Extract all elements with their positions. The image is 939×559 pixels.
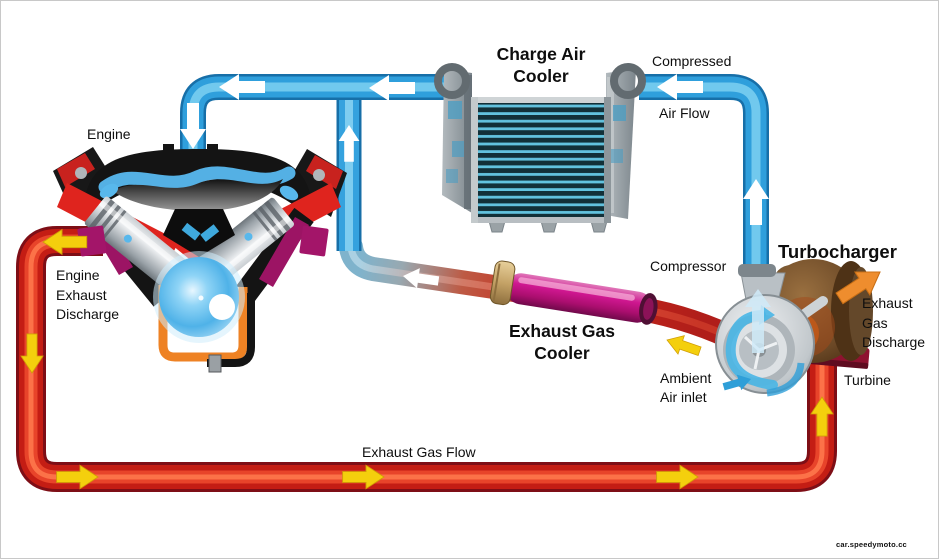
cooler-outlet-collar (610, 63, 646, 99)
exhaust-gas-cooler-body (489, 260, 658, 325)
left-exhaust-port (77, 225, 107, 257)
engine-label: Engine (87, 126, 131, 142)
air-swirl (725, 310, 778, 390)
turbine-label: Turbine (844, 372, 891, 388)
compressed-air-flow-label-line2: Air Flow (659, 105, 710, 121)
air-up-arrow (745, 289, 771, 353)
cooler-inlet-collar (434, 63, 470, 99)
exhaust-gas-cooler-label: Exhaust Gas Cooler (508, 321, 616, 363)
engine-graphic (53, 144, 347, 373)
engine-exhaust-discharge-label: Engine Exhaust Discharge (56, 267, 120, 322)
turbocharger-label: Turbocharger (778, 241, 897, 262)
compressor-inlet-collar (738, 264, 776, 277)
charge-air-cooler-graphic (434, 63, 646, 233)
charge-air-cooler-label: Charge Air Cooler (496, 44, 586, 86)
exhaust-gas-flow-label: Exhaust Gas Flow (362, 444, 476, 460)
watermark: car.speedymoto.cc (836, 540, 907, 549)
compressed-air-flow-label-line1: Compressed (652, 53, 732, 69)
exhaust-pipe-loop (16, 226, 837, 492)
right-exhaust-port (299, 225, 329, 257)
ambient-air-inlet-label: Ambient Air inlet (660, 370, 712, 405)
compressor-label: Compressor (650, 258, 727, 274)
exhaust-gas-discharge-label: Exhaust Gas Discharge (862, 295, 926, 350)
